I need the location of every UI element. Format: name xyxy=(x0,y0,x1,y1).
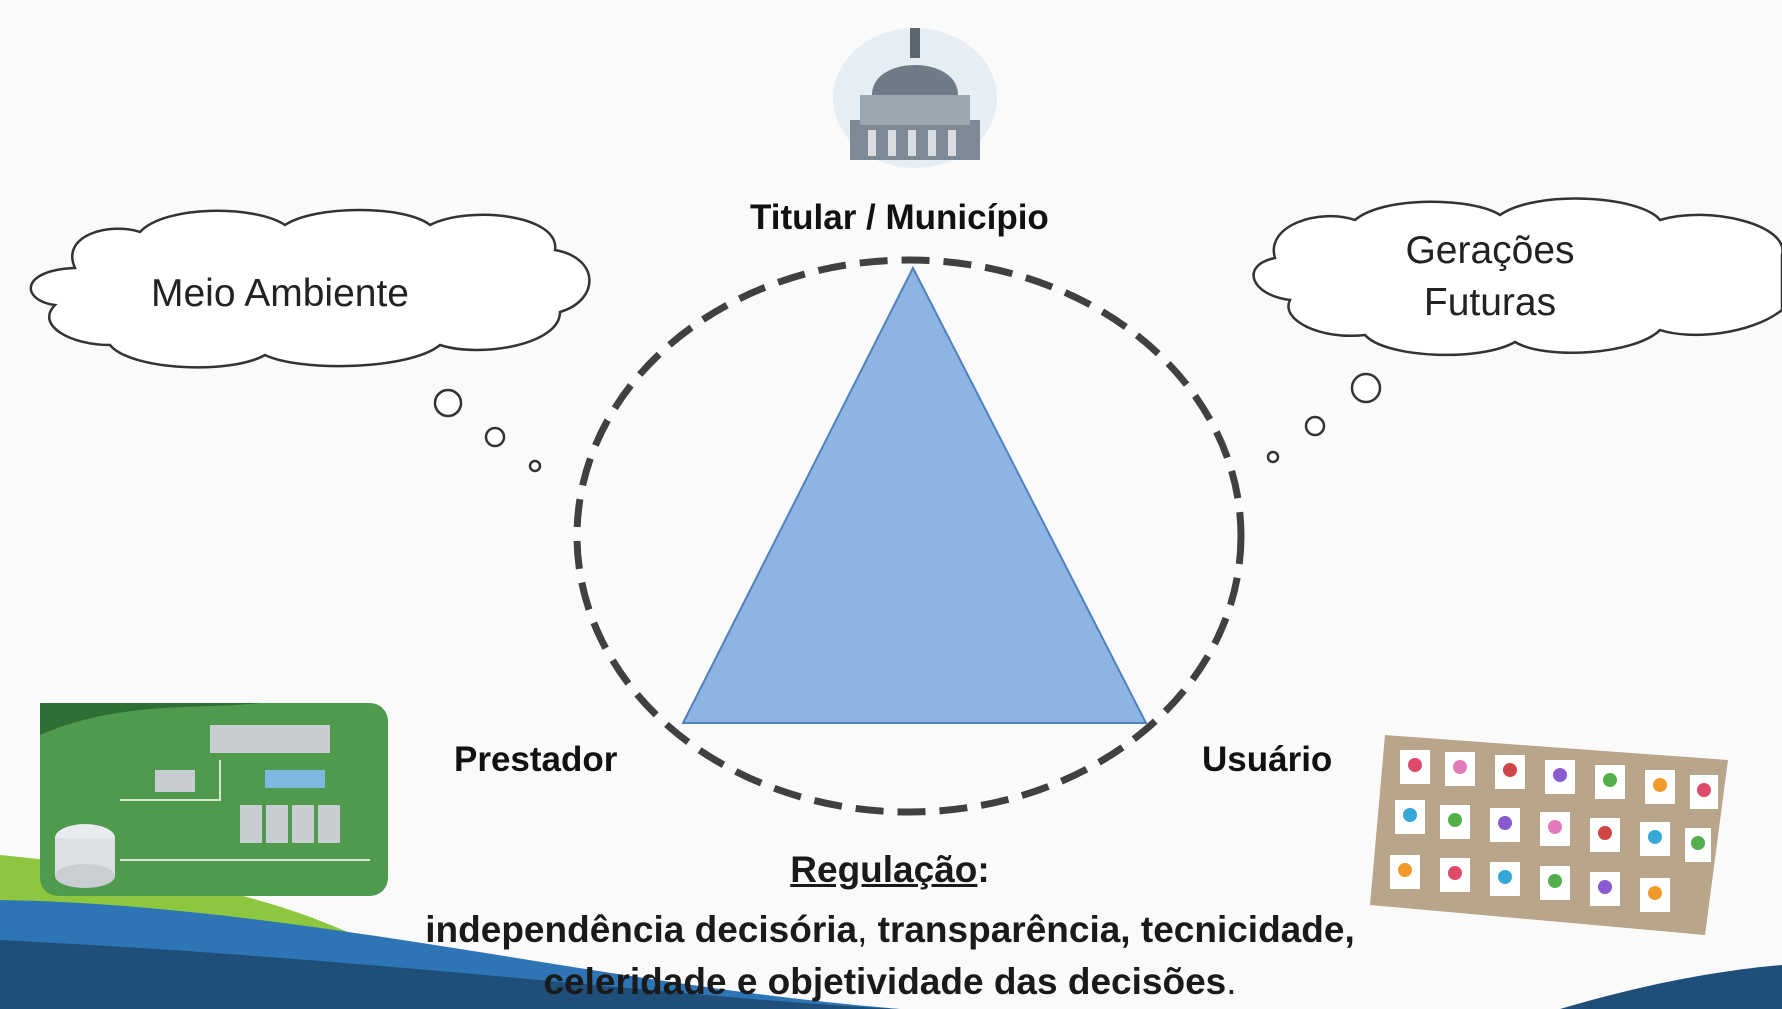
cloud-right-line2: Futuras xyxy=(1423,281,1557,324)
right-blue-swoosh xyxy=(1560,965,1782,1009)
principle-separator: , xyxy=(857,909,868,950)
regulation-heading: Regulação: xyxy=(300,844,1480,896)
principle-transparency: transparência, tecnicidade, xyxy=(867,909,1355,950)
regulation-ellipse xyxy=(573,256,1245,816)
regulation-heading-colon: : xyxy=(977,849,990,890)
dark-blue-swoosh xyxy=(0,940,900,1009)
principle-end: . xyxy=(1226,961,1237,1002)
crowd-person-icons xyxy=(1390,750,1718,912)
crowd-of-users-image xyxy=(1370,735,1728,935)
regulation-principles-line1: independência decisória, transparência, … xyxy=(300,904,1480,956)
cloud-left xyxy=(29,208,591,369)
node-label-prestador: Prestador xyxy=(454,740,618,779)
principle-independence: independência decisória xyxy=(425,909,858,950)
principle-celerity: celeridade e objetividade das decisões xyxy=(543,961,1227,1002)
cloud-right xyxy=(1252,197,1782,357)
node-label-usuario: Usuário xyxy=(1202,740,1333,779)
cloud-left-text: Meio Ambiente xyxy=(151,272,409,315)
cloud-left-bubbles xyxy=(433,388,542,473)
capitol-building-icon xyxy=(833,28,997,168)
regulation-heading-word: Regulação xyxy=(790,849,978,890)
regulation-principles-line2: celeridade e objetividade das decisões. xyxy=(300,956,1480,1008)
node-label-titular: Titular / Município xyxy=(750,198,1049,237)
cloud-right-line1: Gerações xyxy=(1405,229,1575,272)
cloud-right-bubbles xyxy=(1266,372,1382,464)
treatment-plant-image xyxy=(40,703,388,896)
cloud-right-text: Gerações Futuras xyxy=(1350,225,1630,329)
relationship-triangle xyxy=(681,265,1148,724)
